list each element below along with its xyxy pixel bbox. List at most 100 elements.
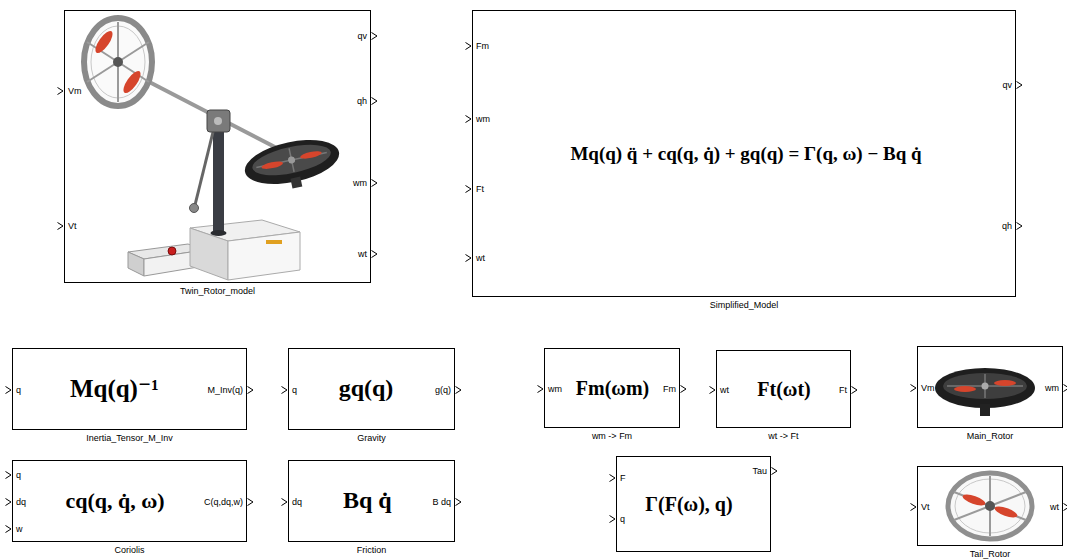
- port-chevron: [465, 254, 472, 262]
- port-chevron: [771, 467, 778, 475]
- output-port-label: wt: [1050, 502, 1059, 512]
- simulink-block: Main_RotorVmwm: [917, 346, 1063, 428]
- simulink-block: wm -> FmFm(ωm)wmFm: [544, 348, 680, 428]
- simulink-block: wt -> FtFt(ωt)wtFt: [716, 350, 851, 428]
- output-port-label: qh: [357, 96, 367, 106]
- port-chevron: [465, 42, 472, 50]
- port-chevron: [455, 386, 462, 394]
- port-chevron: [57, 222, 64, 230]
- input-port-label: Fm: [476, 41, 489, 51]
- equation-text: Γ(F(ω), q): [645, 493, 732, 516]
- port-chevron: [5, 386, 12, 394]
- port-chevron: [1016, 222, 1023, 230]
- input-port-label: q: [16, 385, 21, 395]
- output-port-label: qv: [357, 31, 367, 41]
- output-port-label: Ft: [839, 385, 847, 395]
- block-name: Twin_Rotor_model: [180, 286, 255, 296]
- equation-text: cq(q, q̇, ω): [65, 488, 164, 513]
- port-chevron: [5, 471, 12, 479]
- port-chevron: [537, 385, 544, 393]
- port-chevron: [851, 386, 858, 394]
- main-rotor-illustration: [935, 368, 1035, 416]
- port-chevron: [680, 385, 687, 393]
- simulink-block: Γ(F(ω), q) Fq Tau: [616, 456, 771, 552]
- port-chevron: [371, 32, 378, 40]
- input-port-label: Ft: [476, 184, 484, 194]
- equation-text: Fm(ωm): [576, 377, 649, 400]
- block-name: wm -> Fm: [592, 431, 632, 441]
- simulink-block: Simplified_ModelMq(q) q̈ + cq(q, q̇) + g…: [472, 10, 1016, 297]
- equation-text: gq(q): [339, 375, 394, 403]
- equation-text: Ft(ωt): [757, 378, 810, 401]
- output-port-label: M_Inv(q): [207, 385, 243, 395]
- port-chevron: [910, 384, 917, 392]
- port-chevron: [247, 386, 254, 394]
- port-chevron: [5, 498, 12, 506]
- equation-text: Mq(q)⁻¹: [70, 375, 159, 404]
- port-chevron: [465, 185, 472, 193]
- port-chevron: [609, 515, 616, 523]
- port-chevron: [1063, 503, 1067, 511]
- input-port-label: Vm: [921, 383, 935, 393]
- input-port-label: Vm: [68, 86, 82, 96]
- twin-rotor-illustration: [84, 18, 344, 280]
- block-name: Tail_Rotor: [970, 549, 1011, 559]
- input-port-label: dq: [292, 497, 302, 507]
- simulink-block: Corioliscq(q, q̇, ω)qdqwC(q,dq,w): [12, 460, 247, 542]
- block-name: Main_Rotor: [967, 431, 1014, 441]
- block-name: Friction: [357, 545, 387, 555]
- input-port-label: q: [16, 470, 21, 480]
- port-chevron: [371, 179, 378, 187]
- simulink-block: FrictionBq q̇dqB dq: [288, 460, 455, 542]
- port-chevron: [455, 498, 462, 506]
- output-port-label: qv: [1002, 80, 1012, 90]
- port-chevron: [281, 386, 288, 394]
- input-port-label: wm: [548, 384, 562, 394]
- block-name: Simplified_Model: [710, 300, 779, 310]
- simulink-block: Tail_RotorVtwt: [917, 466, 1063, 546]
- output-port-label: wm: [1045, 383, 1059, 393]
- input-port-label: w: [16, 524, 23, 534]
- output-port-label: qh: [1002, 221, 1012, 231]
- output-port-label: wt: [358, 249, 367, 259]
- input-port-label: q: [292, 385, 297, 395]
- tail-rotor-illustration: [948, 473, 1032, 539]
- equation-text: Bq q̇: [343, 487, 392, 515]
- equation-text: Mq(q) q̈ + cq(q, q̇) + gq(q) = Γ(q, ω) −…: [570, 143, 921, 165]
- port-chevron: [910, 503, 917, 511]
- port-chevron: [57, 87, 64, 95]
- input-port-label: wt: [476, 253, 485, 263]
- port-chevron: [465, 115, 472, 123]
- simulink-block: Inertia_Tensor_M_InvMq(q)⁻¹qM_Inv(q): [12, 348, 247, 430]
- port-chevron: [281, 498, 288, 506]
- simulink-block: Gravitygq(q)qg(q): [288, 348, 455, 430]
- simulink-block: Twin_Rotor_modelVmVtqvqhwmwt: [64, 10, 371, 283]
- port-chevron: [1016, 81, 1023, 89]
- input-port-label: F: [620, 473, 626, 483]
- input-port-label: wm: [476, 114, 490, 124]
- port-chevron: [371, 97, 378, 105]
- port-chevron: [247, 498, 254, 506]
- output-port-label: Fm: [663, 384, 676, 394]
- output-port-label: wm: [353, 178, 367, 188]
- output-port-label: g(q): [435, 385, 451, 395]
- input-port-label: wt: [720, 385, 729, 395]
- port-chevron: [609, 474, 616, 482]
- port-chevron: [1063, 384, 1067, 392]
- block-name: Coriolis: [114, 545, 144, 555]
- block-name: Inertia_Tensor_M_Inv: [86, 433, 173, 443]
- port-chevron: [371, 250, 378, 258]
- output-port-label: B dq: [432, 497, 451, 507]
- block-name: wt -> Ft: [768, 431, 798, 441]
- input-port-label: Vt: [921, 502, 930, 512]
- output-port-label: Tau: [752, 466, 767, 476]
- output-port-label: C(q,dq,w): [204, 497, 243, 507]
- input-port-label: q: [620, 514, 625, 524]
- port-chevron: [709, 386, 716, 394]
- block-name: Gravity: [357, 433, 386, 443]
- input-port-label: dq: [16, 497, 26, 507]
- port-chevron: [5, 525, 12, 533]
